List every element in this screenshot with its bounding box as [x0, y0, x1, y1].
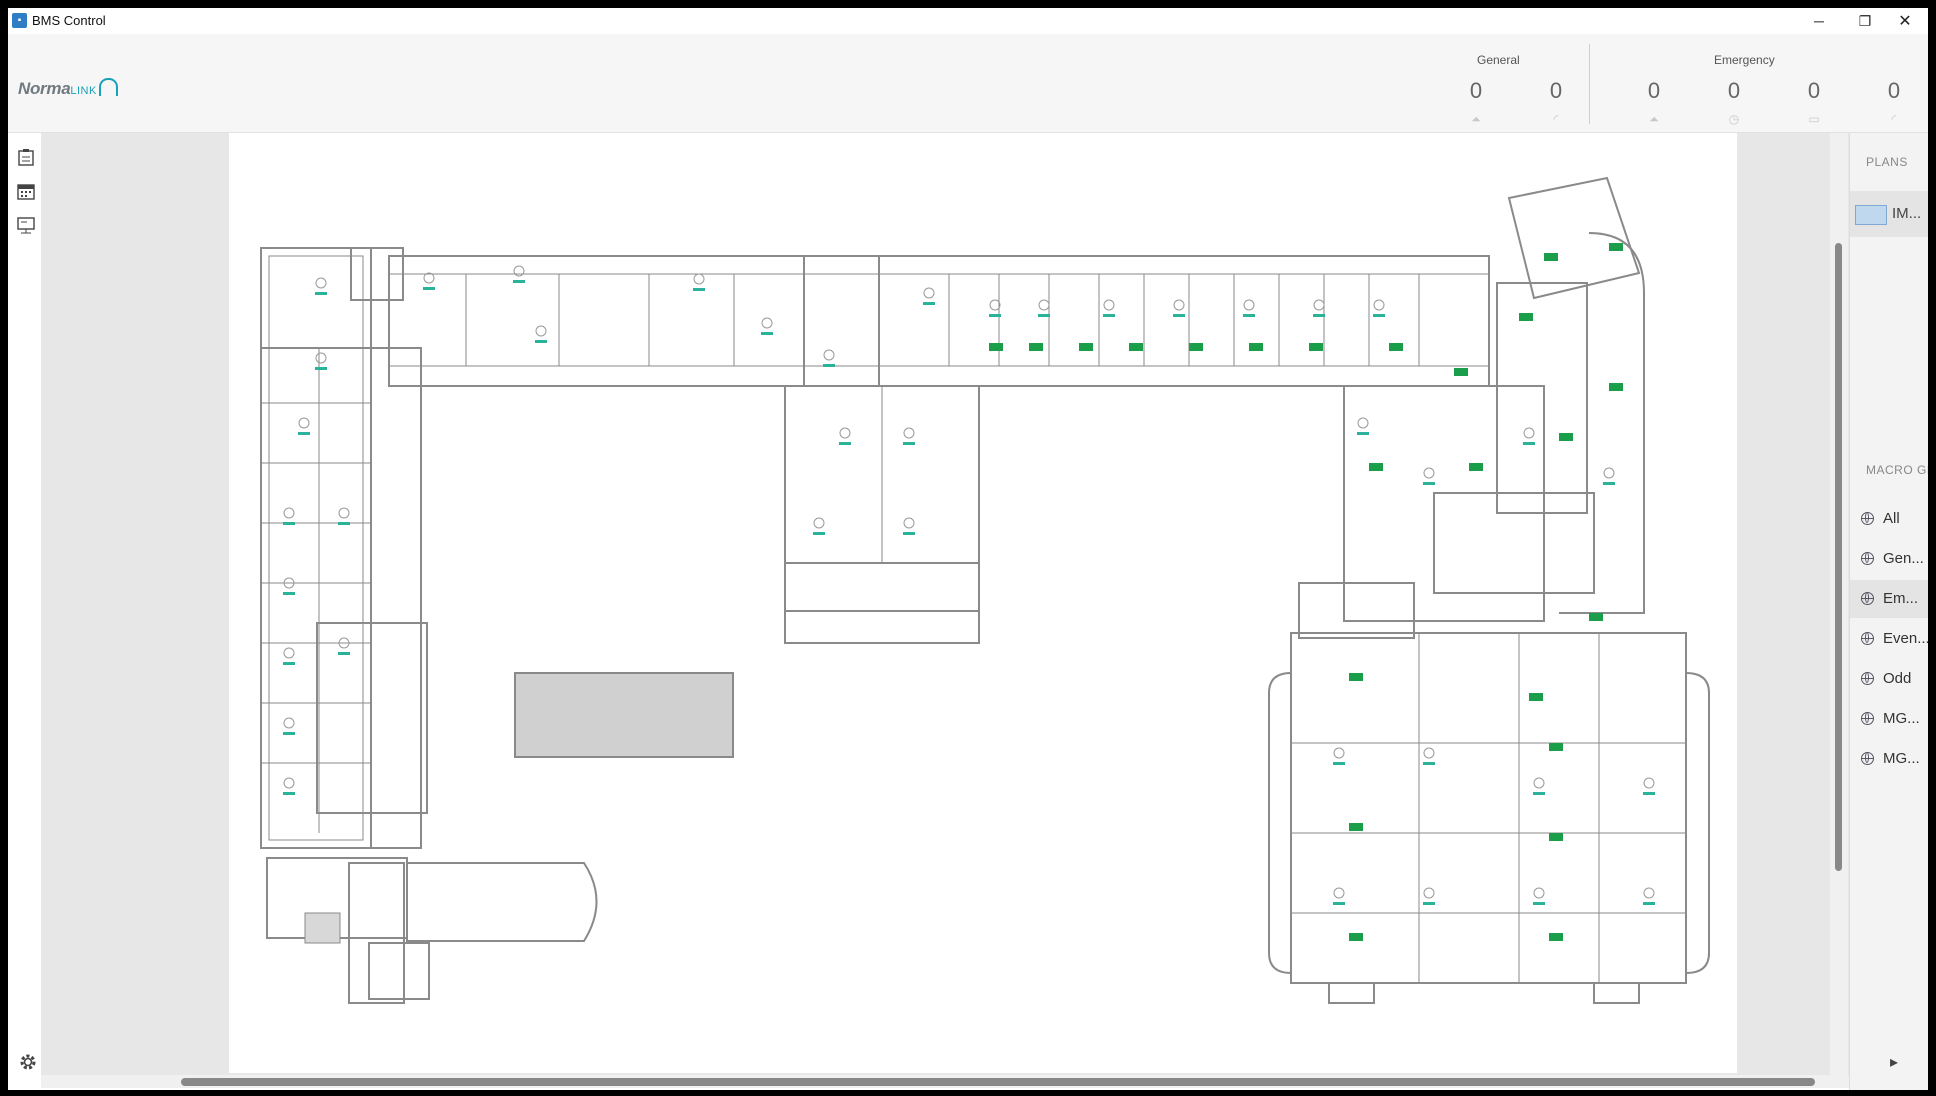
macro-group-mg-1[interactable]: MG...	[1850, 700, 1928, 738]
clipboard-icon[interactable]	[16, 147, 36, 167]
left-navigation	[8, 133, 41, 1090]
emergency-wireless-count[interactable]: 0	[1887, 78, 1901, 103]
group-divider	[1589, 44, 1590, 124]
window-title: BMS Control	[32, 13, 106, 28]
app-icon: ▪	[12, 13, 27, 28]
plan-item[interactable]: IM...	[1850, 191, 1928, 237]
emergency-timer-count[interactable]: 0	[1727, 78, 1741, 103]
vertical-scroll-thumb[interactable]	[1835, 243, 1842, 871]
macro-group-odd[interactable]: Odd	[1850, 660, 1928, 698]
globe-icon	[1861, 512, 1874, 525]
gear-icon[interactable]	[18, 1052, 38, 1072]
lamp-icon: ⏶	[1649, 112, 1659, 126]
close-button[interactable]: ✕	[1898, 13, 1912, 30]
panel-collapse-arrow-icon[interactable]: ▸	[1890, 1054, 1899, 1071]
plans-title: PLANS	[1866, 155, 1908, 169]
globe-icon	[1861, 632, 1874, 645]
bms-control-window: ▪ BMS Control ─ ❐ ✕ NormaLINK General Em…	[8, 8, 1928, 1090]
title-bar: ▪ BMS Control ─ ❐ ✕	[8, 8, 1928, 34]
globe-icon	[1861, 712, 1874, 725]
globe-icon	[1861, 752, 1874, 765]
horizontal-scroll-thumb[interactable]	[181, 1078, 1815, 1086]
plan-thumbnail	[1855, 205, 1887, 225]
macro-group-even[interactable]: Even...	[1850, 620, 1928, 658]
monitor-icon[interactable]	[16, 215, 36, 235]
macro-groups-title: MACRO GROUPS	[1866, 463, 1928, 477]
emergency-lamp-count[interactable]: 0	[1647, 78, 1661, 103]
globe-icon	[1861, 552, 1874, 565]
globe-icon	[1861, 592, 1874, 605]
wireless-icon: ◜	[1891, 112, 1897, 126]
normalink-logo: NormaLINK	[18, 78, 118, 99]
calendar-icon[interactable]	[16, 181, 36, 201]
general-lamp-count[interactable]: 0	[1469, 78, 1483, 103]
right-panel: PLANS IM... MACRO GROUPS All Gen... Em..…	[1849, 133, 1928, 1090]
battery-icon: ▭	[1808, 112, 1820, 126]
wireless-icon: ◜	[1553, 112, 1559, 126]
macro-group-emergency[interactable]: Em...	[1850, 580, 1928, 618]
general-wireless-count[interactable]: 0	[1549, 78, 1563, 103]
status-header: NormaLINK General Emergency 0 ⏶ 0 ◜ 0 ⏶ …	[8, 34, 1928, 133]
floor-plan-canvas[interactable]	[41, 133, 1849, 1078]
macro-group-general[interactable]: Gen...	[1850, 540, 1928, 578]
maximize-button[interactable]: ❐	[1858, 12, 1872, 29]
macro-group-mg-2[interactable]: MG...	[1850, 740, 1928, 778]
timer-icon: ◷	[1728, 112, 1740, 126]
emergency-battery-count[interactable]: 0	[1807, 78, 1821, 103]
horizontal-scrollbar[interactable]	[41, 1075, 1849, 1088]
lamp-icon: ⏶	[1471, 112, 1481, 126]
vertical-scrollbar[interactable]	[1830, 133, 1848, 1078]
floor-plan-sheet	[229, 133, 1737, 1073]
globe-icon	[1861, 672, 1874, 685]
minimize-button[interactable]: ─	[1814, 13, 1824, 29]
plan-label: IM...	[1892, 205, 1922, 222]
emergency-group-label: Emergency	[1714, 53, 1775, 67]
general-group-label: General	[1477, 53, 1520, 67]
floor-plan-drawing	[260, 176, 1710, 1004]
macro-group-all[interactable]: All	[1850, 500, 1928, 538]
